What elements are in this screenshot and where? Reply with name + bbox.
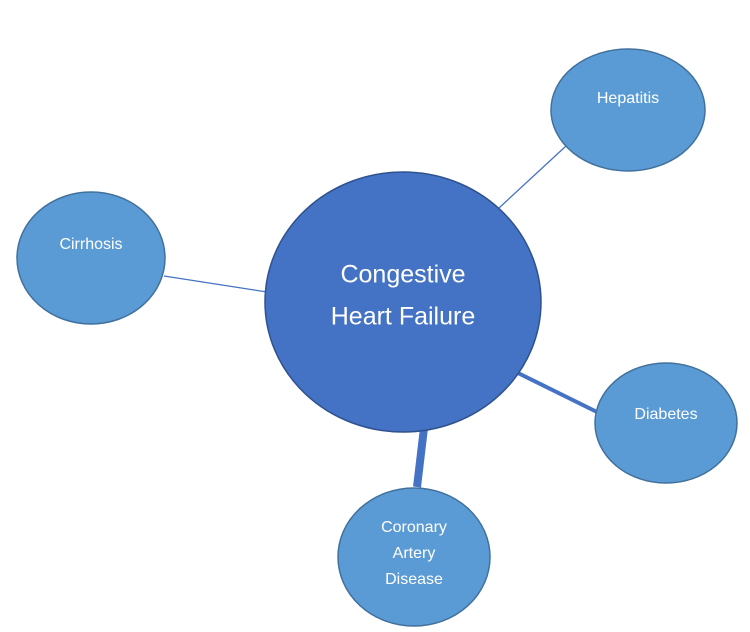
node-diabetes-shape xyxy=(594,362,738,484)
connector-cirrhosis xyxy=(163,275,268,293)
connector-coronary-artery-disease xyxy=(413,427,428,488)
node-coronary-artery-disease-label-line-2: Artery xyxy=(393,545,436,562)
node-coronary-artery-disease-label-line-3: Disease xyxy=(385,571,443,588)
node-hepatitis-shape xyxy=(550,48,706,172)
center-node-shape xyxy=(264,171,542,433)
node-cirrhosis-shape xyxy=(16,191,166,325)
node-hepatitis: Hepatitis xyxy=(550,48,706,172)
node-diabetes: Diabetes xyxy=(594,362,738,484)
connector-hepatitis xyxy=(498,145,567,209)
node-coronary-artery-disease: Coronary Artery Disease xyxy=(337,487,491,627)
center-node-label-line-1: Congestive xyxy=(340,261,465,289)
node-coronary-artery-disease-shape xyxy=(337,487,491,627)
connector-diabetes xyxy=(517,371,598,414)
center-node-congestive-heart-failure: Congestive Heart Failure xyxy=(264,171,542,433)
node-diabetes-label: Diabetes xyxy=(634,406,697,423)
node-cirrhosis: Cirrhosis xyxy=(16,191,166,325)
node-hepatitis-label: Hepatitis xyxy=(597,90,659,107)
node-cirrhosis-label: Cirrhosis xyxy=(59,236,122,253)
node-coronary-artery-disease-label-line-1: Coronary xyxy=(381,519,447,536)
center-node-label-line-2: Heart Failure xyxy=(331,303,476,331)
